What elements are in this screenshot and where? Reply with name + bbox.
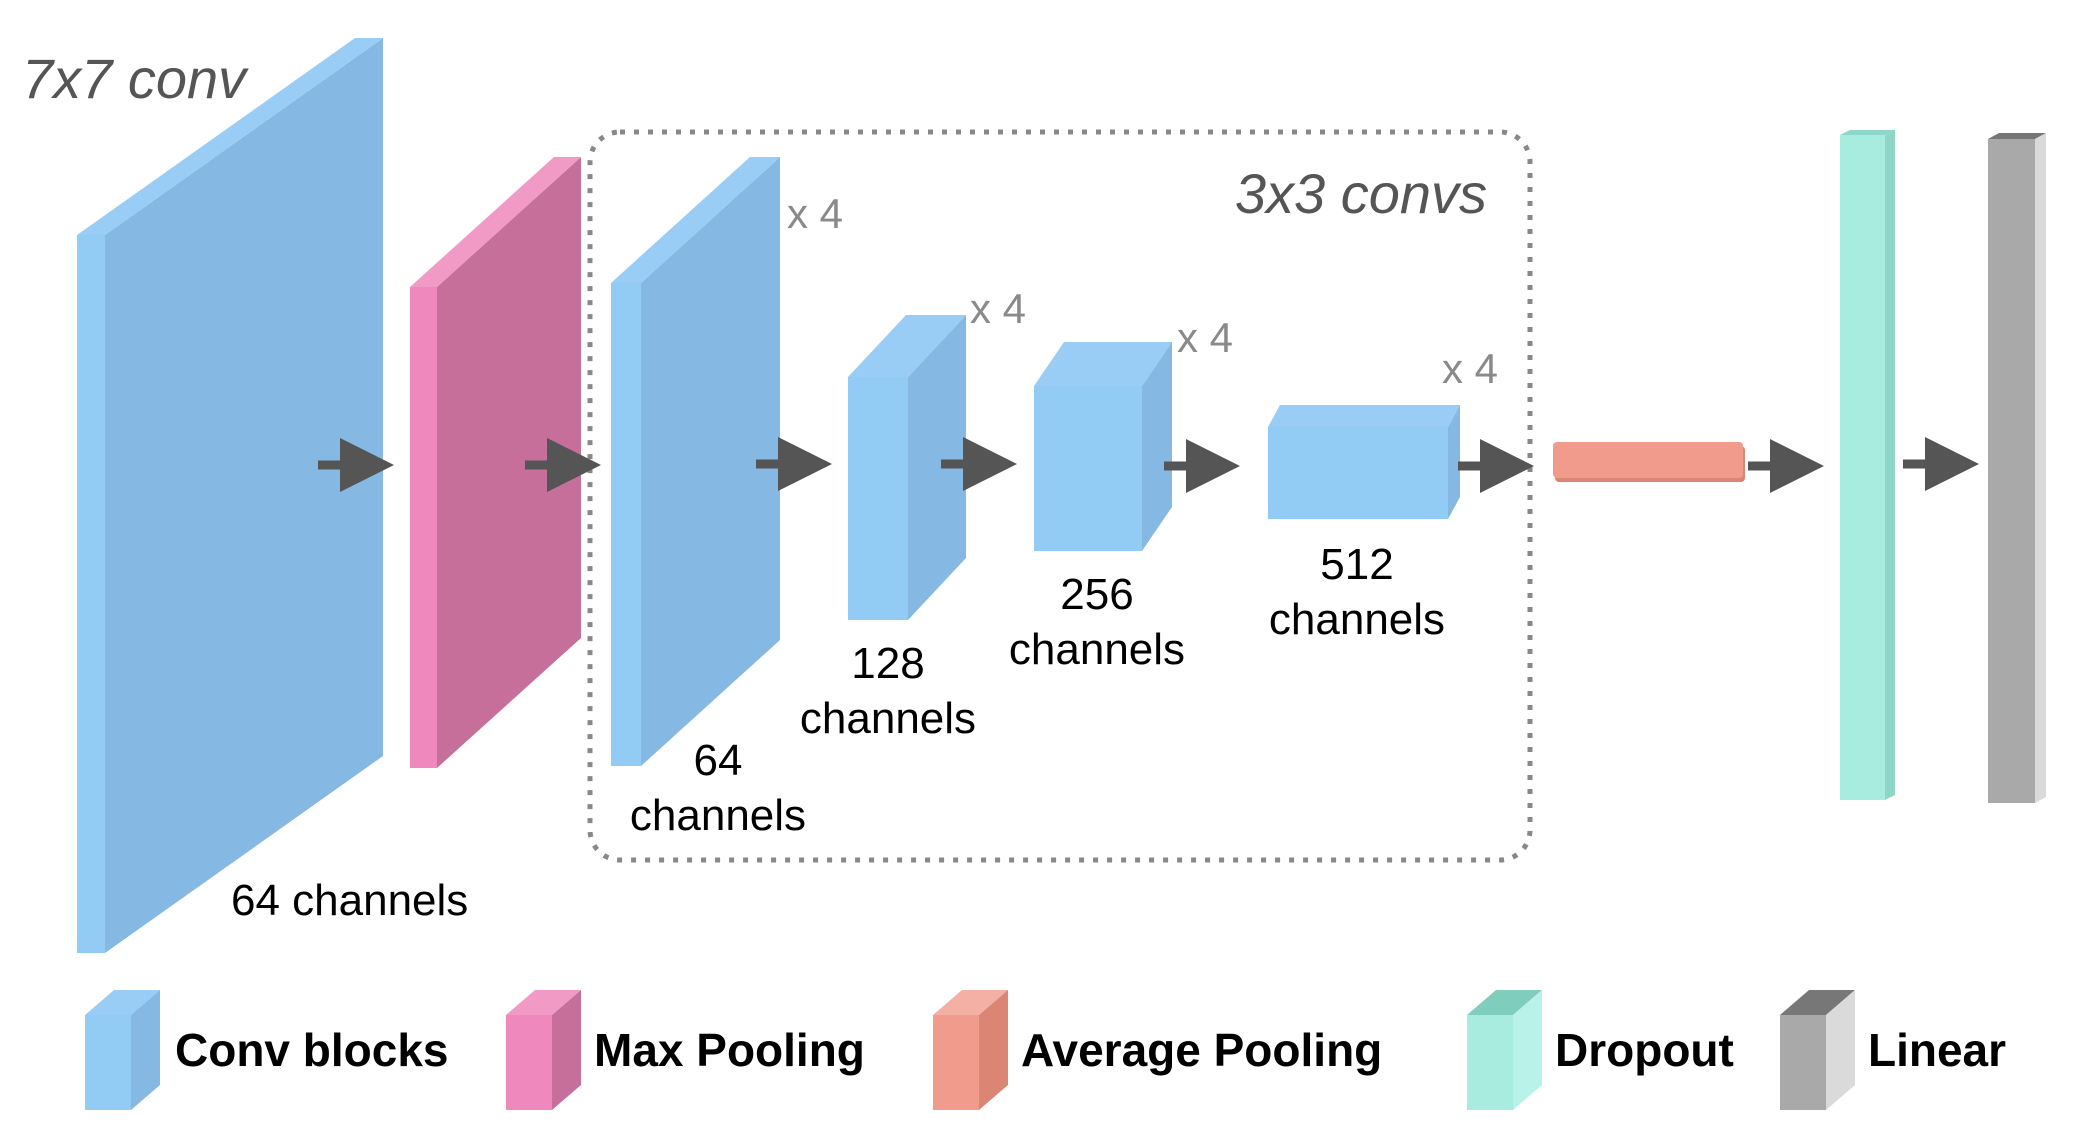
linear-top [1988, 133, 2046, 139]
legend-label-average-pooling: Average Pooling [1021, 1024, 1382, 1076]
repeat-label-1: x 4 [787, 190, 843, 237]
average-pool-bar [1553, 442, 1743, 478]
max-pooling-icon [506, 990, 581, 1110]
conv-block-7x7-top [77, 38, 383, 235]
legend-label-conv-blocks: Conv blocks [175, 1024, 449, 1076]
legend-item-dropout: Dropout [1467, 990, 1734, 1110]
dropout-icon [1467, 990, 1542, 1110]
dropout-top [1840, 130, 1895, 135]
dropout-side [1885, 130, 1895, 800]
conv-stage-64-side [641, 157, 780, 766]
conv-stage-512-top [1268, 405, 1460, 427]
conv-stage-64-top [611, 157, 780, 283]
flow-arrows [318, 437, 1979, 493]
conv-stage-128-side [908, 315, 966, 620]
conv-block-7x7-side [105, 38, 383, 953]
conv-stage-256 [1034, 342, 1172, 551]
first-conv-label: 7x7 conv [22, 47, 249, 110]
conv-block-7x7 [77, 38, 383, 953]
conv-stage-256-top [1034, 342, 1172, 386]
first-channels-label: 64 channels [231, 876, 468, 925]
max-pool-top [410, 157, 581, 287]
repeat-label-2: x 4 [970, 285, 1026, 332]
stage4-channels-number: 512 [1320, 540, 1393, 589]
legend-item-conv-blocks: Conv blocks [85, 990, 449, 1110]
group-label: 3x3 convs [1235, 162, 1487, 225]
conv-stage-128-front [848, 377, 908, 620]
legend-item-linear: Linear [1780, 990, 2006, 1110]
repeat-label-4: x 4 [1442, 345, 1498, 392]
conv-stage-512-front [1268, 427, 1448, 519]
repeat-label-3: x 4 [1177, 314, 1233, 361]
linear-block [1988, 133, 2046, 803]
stage4-channels-word: channels [1269, 595, 1445, 644]
stage1-channels-number: 64 [694, 736, 743, 785]
conv-stage-64 [611, 157, 780, 766]
stage2-channels-number: 128 [851, 639, 924, 688]
max-pool-front [410, 287, 437, 768]
linear-side [2035, 133, 2046, 803]
dropout-front [1840, 135, 1885, 800]
legend-label-max-pooling: Max Pooling [594, 1024, 865, 1076]
conv-stage-512-side [1448, 405, 1460, 519]
legend: Conv blocks Max Pooling Average Pooling [85, 990, 2006, 1110]
conv-block-7x7-front [77, 235, 105, 953]
conv-stage-512 [1268, 405, 1460, 519]
legend-label-dropout: Dropout [1555, 1024, 1734, 1076]
stage-group-box [587, 129, 1533, 863]
stage3-channels-word: channels [1009, 625, 1185, 674]
conv-stage-256-front [1034, 386, 1142, 551]
stage2-channels-word: channels [800, 694, 976, 743]
conv-stage-128-top [848, 315, 966, 377]
stage1-channels-word: channels [630, 791, 806, 840]
linear-icon [1780, 990, 1855, 1110]
stage3-channels-number: 256 [1060, 570, 1133, 619]
conv-stage-128 [848, 315, 966, 620]
average-pooling-icon [933, 990, 1008, 1110]
linear-front [1988, 139, 2035, 803]
legend-item-max-pooling: Max Pooling [506, 990, 865, 1110]
dropout-block [1840, 130, 1895, 800]
max-pool-side [437, 157, 581, 768]
conv-block-icon [85, 990, 160, 1110]
average-pool-block [1553, 442, 1745, 482]
max-pool-block [410, 157, 581, 768]
conv-stage-64-front [611, 283, 641, 766]
legend-item-average-pooling: Average Pooling [933, 990, 1382, 1110]
legend-label-linear: Linear [1868, 1024, 2006, 1076]
conv-stage-256-side [1142, 342, 1172, 551]
